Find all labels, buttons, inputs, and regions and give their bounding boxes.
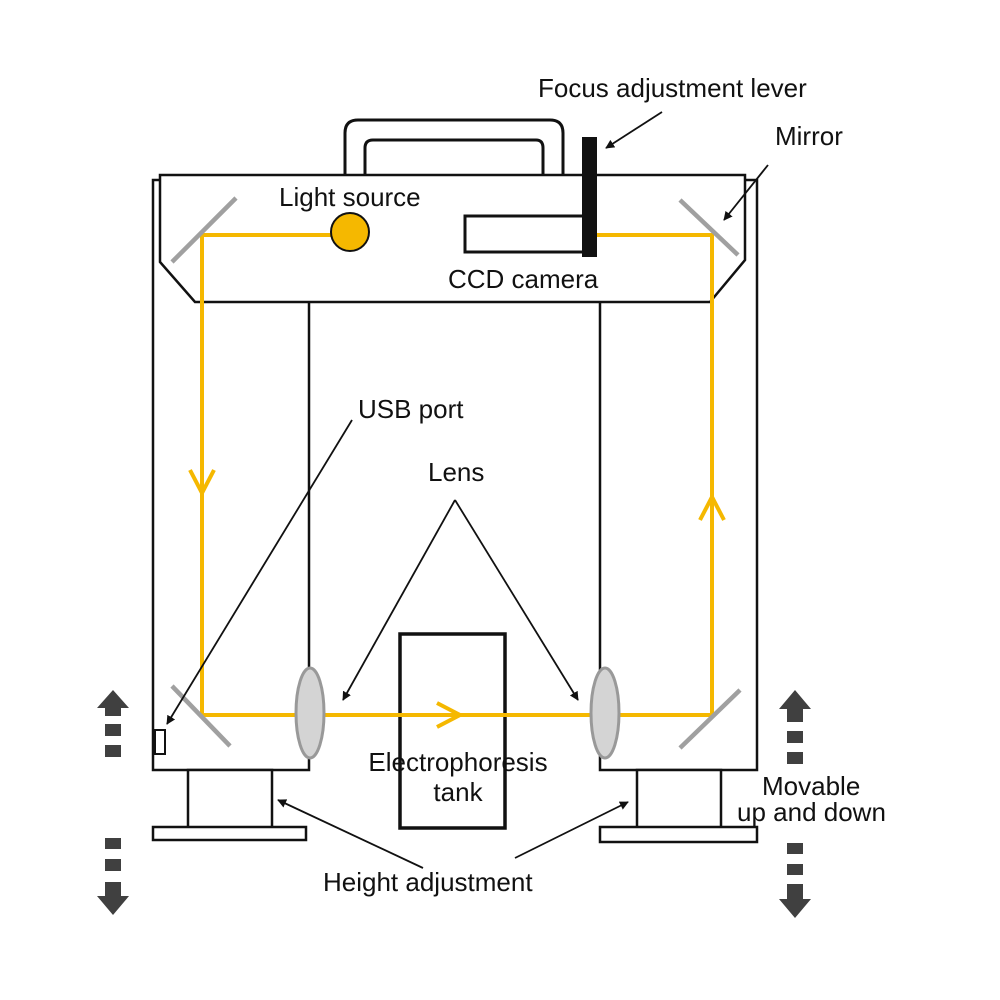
right-foot-base [598,825,759,844]
label-height-adjustment: Height adjustment [323,867,533,897]
label-ccd-camera: CCD camera [448,264,599,294]
lens-left [294,666,326,760]
label-movable-line2: up and down [737,797,886,827]
label-usb-port: USB port [358,394,464,424]
light-source-bulb [330,212,370,252]
pointer-mirror [723,164,769,221]
lens-right [589,666,621,760]
label-lens: Lens [428,457,484,487]
label-electrophoresis-line2: tank [433,777,483,807]
arrow-up-icon [779,690,811,722]
mirror-top-right [678,198,740,257]
ccd-camera-body [463,214,592,254]
label-focus-adjustment-lever: Focus adjustment lever [538,73,807,103]
left-foot-column [186,768,274,830]
mirror-bottom-left [170,684,232,748]
pointer-usb-port [166,419,353,725]
label-electrophoresis-line1: Electrophoresis [368,747,547,777]
arrow-down-icon [97,882,129,915]
movable-arrows-right [779,690,811,918]
movable-arrows-left [97,690,129,915]
light-path-arrow-down [188,469,216,498]
left-foot-base [151,825,308,842]
carry-handle-inner [363,138,545,175]
label-movable-line1: Movable [762,771,860,801]
carry-handle [343,118,565,175]
label-light-source: Light source [279,182,421,212]
light-path-arrow-right [436,701,465,729]
right-foot-column [635,768,723,830]
pointer-focus-lever [605,111,663,149]
pointer-height-left [277,799,424,869]
focus-adjustment-lever [582,137,597,257]
arrow-down-icon [779,884,811,918]
pointer-lens-right [454,499,579,701]
mirror-bottom-right [678,688,742,750]
electrophoresis-tank [398,632,507,830]
usb-port [154,729,166,755]
pointer-height-right [514,801,629,859]
pointer-lens-left [342,499,456,701]
label-mirror: Mirror [775,121,843,151]
arrow-up-icon [97,690,129,716]
light-path-arrow-up [698,492,726,521]
mirror-top-left [170,196,238,264]
